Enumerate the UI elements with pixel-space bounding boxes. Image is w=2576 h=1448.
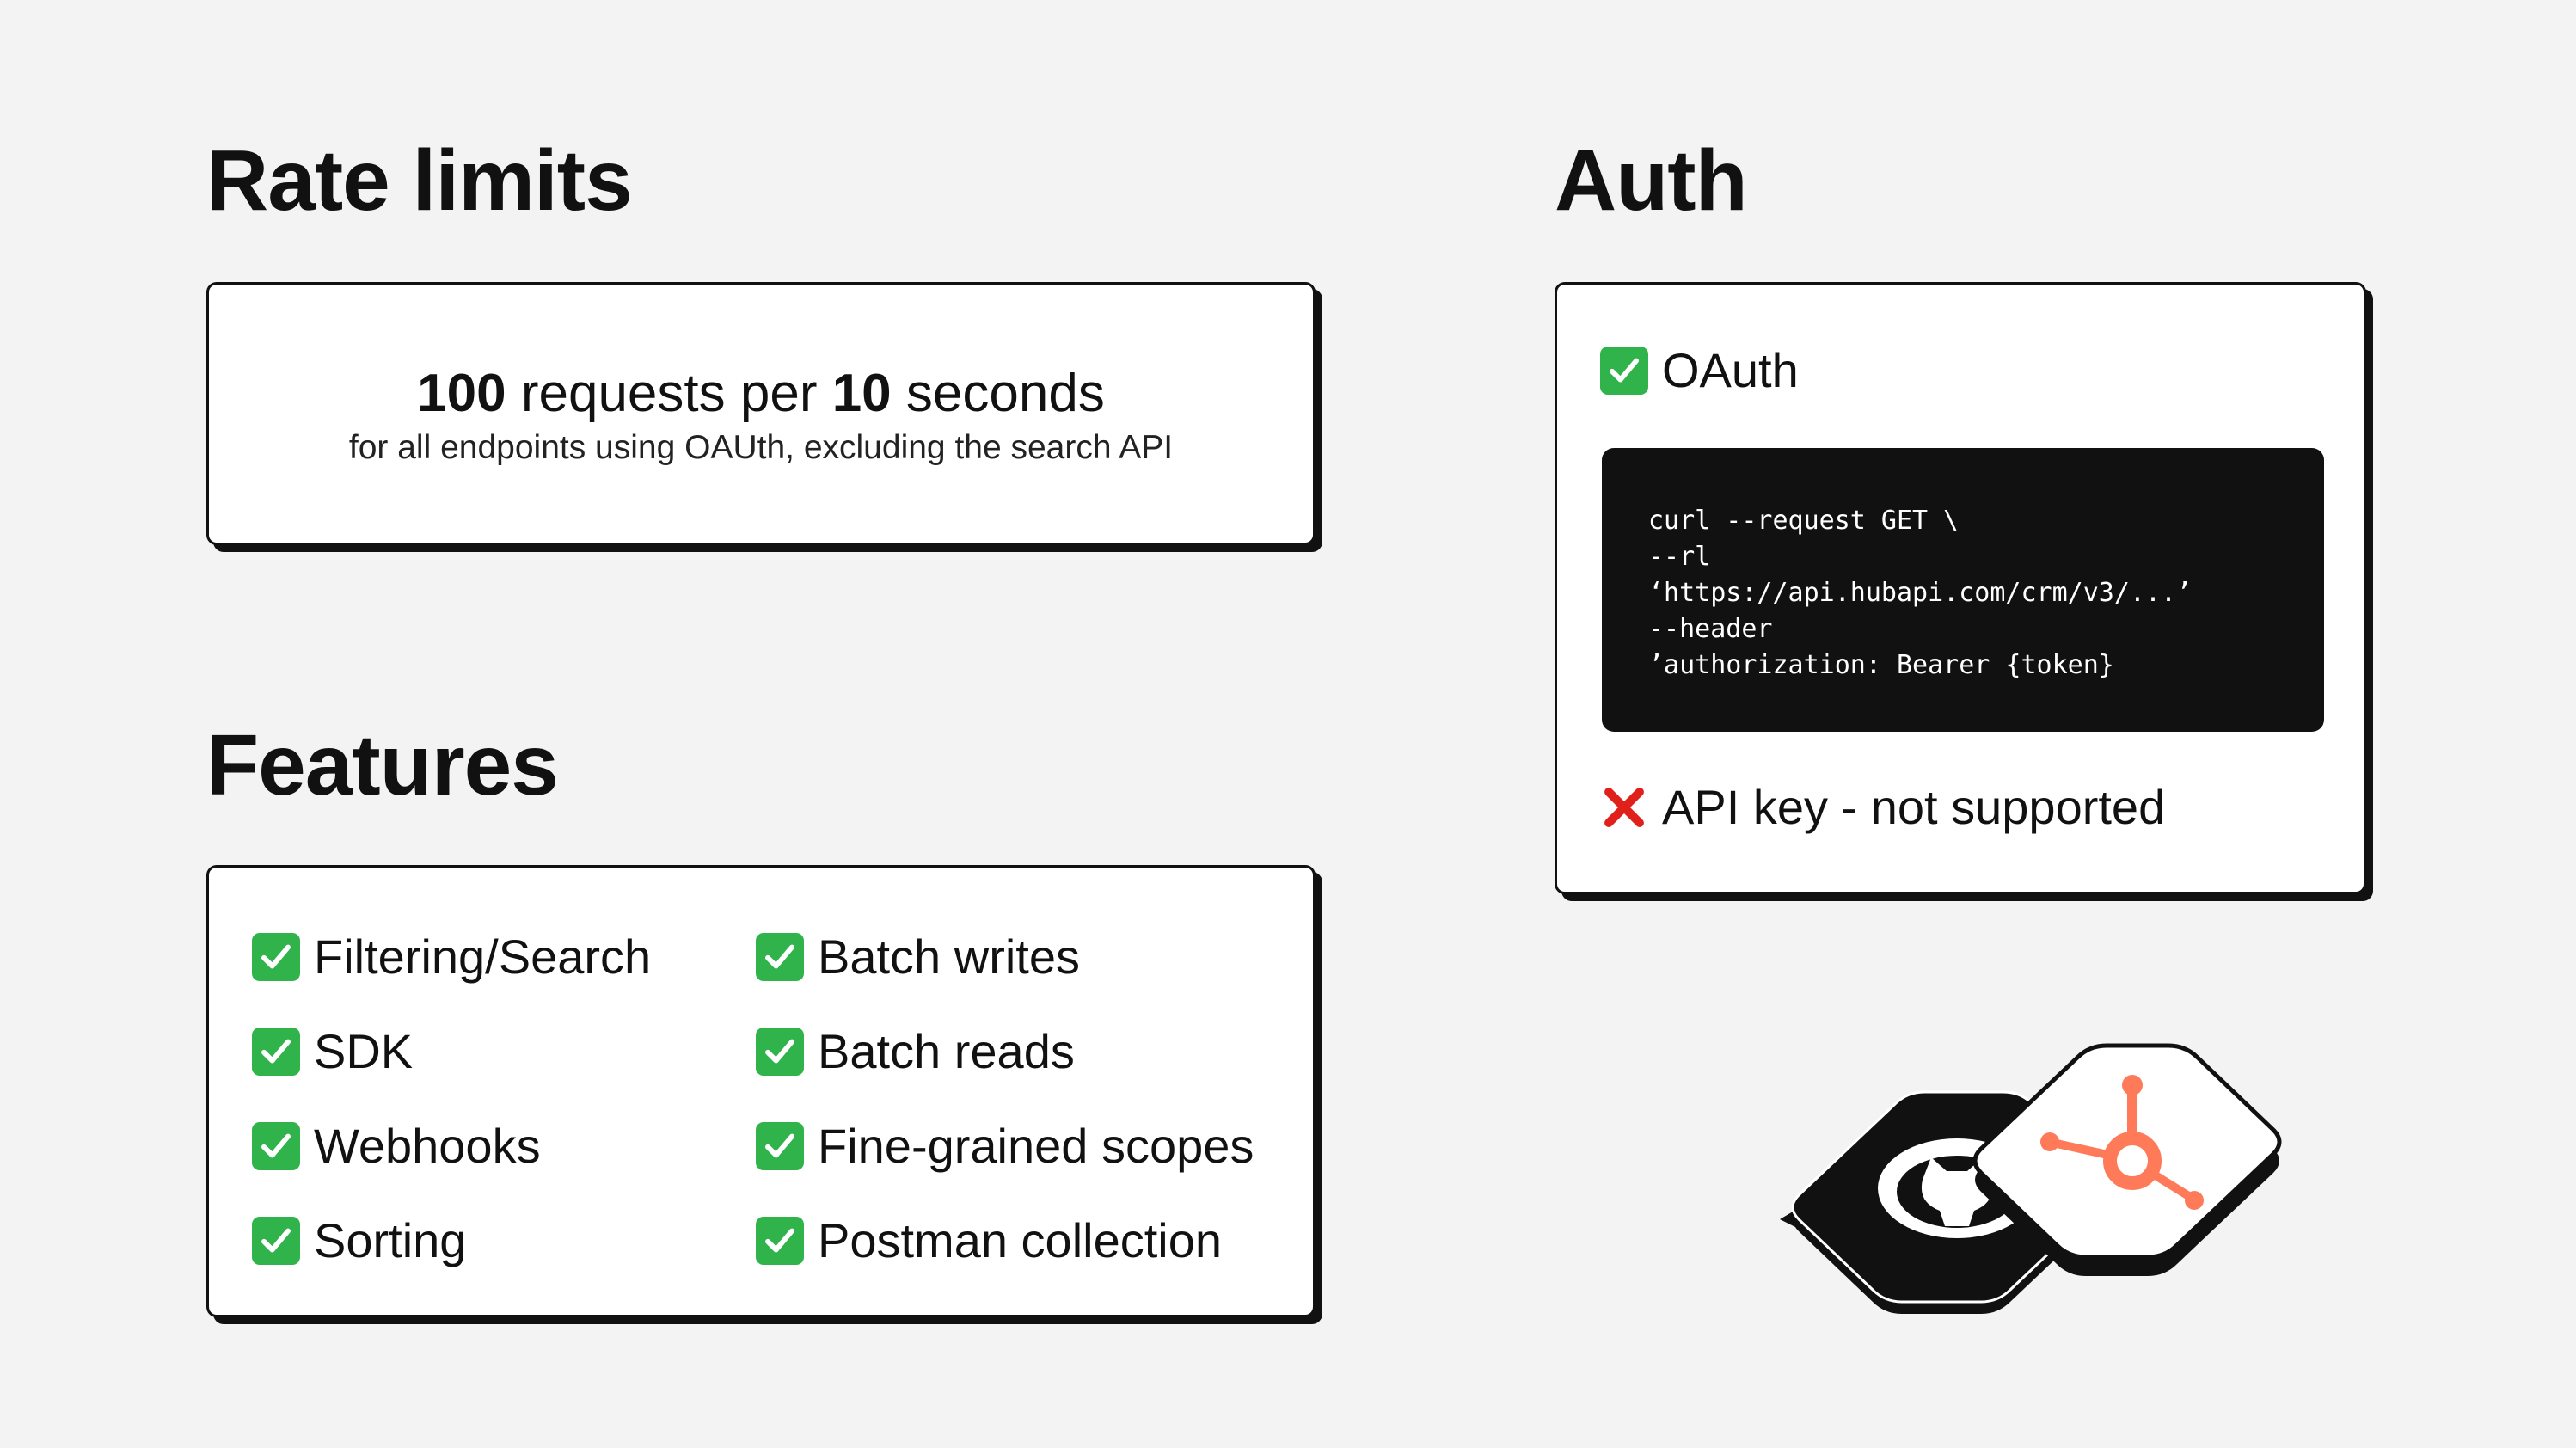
code-line: --rl: [1648, 542, 1711, 572]
feature-label: Batch writes: [818, 930, 1080, 984]
check-mark-icon: [252, 1217, 300, 1265]
check-mark-icon: [756, 1122, 804, 1170]
check-mark-icon: [756, 1028, 804, 1076]
github-logo-tile: [1780, 1090, 2114, 1314]
seconds-text: seconds: [905, 364, 1105, 423]
hubspot-sprocket-icon: [2040, 1075, 2204, 1210]
code-line: --header: [1648, 614, 1773, 644]
feature-item: Webhooks: [252, 1122, 541, 1170]
features-heading: Features: [206, 717, 559, 813]
feature-item: Postman collection: [756, 1217, 1222, 1265]
auth-card: OAuth curl --request GET \ --rl ‘https:/…: [1555, 282, 2366, 894]
feature-label: Webhooks: [314, 1119, 541, 1173]
feature-item: Fine-grained scopes: [756, 1122, 1254, 1170]
rate-limits-heading: Rate limits: [206, 132, 633, 229]
feature-item: SDK: [252, 1028, 413, 1076]
code-line: curl --request GET \: [1648, 506, 1960, 536]
feature-item: Sorting: [252, 1217, 466, 1265]
feature-label: Batch reads: [818, 1024, 1075, 1078]
code-line: ’authorization: Bearer {token}: [1648, 650, 2114, 680]
oauth-item: OAuth: [1600, 347, 1799, 395]
feature-label: Sorting: [314, 1213, 467, 1267]
rate-limit-summary: 100 requests per 10 seconds: [209, 367, 1313, 420]
rate-limit-note: for all endpoints using OAUth, excluding…: [348, 429, 1174, 466]
code-line: ‘https://api.hubapi.com/crm/v3/...’: [1648, 578, 2193, 608]
check-mark-icon: [756, 1217, 804, 1265]
feature-item: Batch writes: [756, 933, 1080, 981]
feature-label: SDK: [314, 1024, 414, 1078]
check-mark-icon: [252, 1028, 300, 1076]
check-mark-icon: [252, 933, 300, 981]
api-key-item: API key - not supported: [1600, 783, 2165, 831]
curl-code-block: curl --request GET \ --rl ‘https://api.h…: [1602, 448, 2324, 732]
api-key-label: API key - not supported: [1662, 780, 2166, 834]
cross-mark-icon: [1600, 783, 1648, 831]
feature-item: Filtering/Search: [252, 933, 651, 981]
check-mark-icon: [252, 1122, 300, 1170]
check-mark-icon: [1600, 347, 1648, 395]
check-mark-icon: [756, 933, 804, 981]
integration-logos: [1780, 1040, 2382, 1337]
feature-label: Postman collection: [818, 1213, 1223, 1267]
feature-label: Filtering/Search: [314, 930, 652, 984]
hubspot-logo-tile: [1972, 1043, 2282, 1276]
request-count: 100: [417, 364, 506, 423]
requests-per-text: requests per: [520, 364, 818, 423]
auth-heading: Auth: [1555, 132, 1748, 229]
features-card: Filtering/Search SDK Webhooks Sorting Ba…: [206, 865, 1316, 1317]
rate-limits-card: 100 requests per 10 seconds for all endp…: [206, 282, 1316, 545]
feature-label: Fine-grained scopes: [818, 1119, 1254, 1173]
period-value: 10: [831, 364, 892, 423]
oauth-label: OAuth: [1662, 343, 1799, 397]
feature-item: Batch reads: [756, 1028, 1075, 1076]
